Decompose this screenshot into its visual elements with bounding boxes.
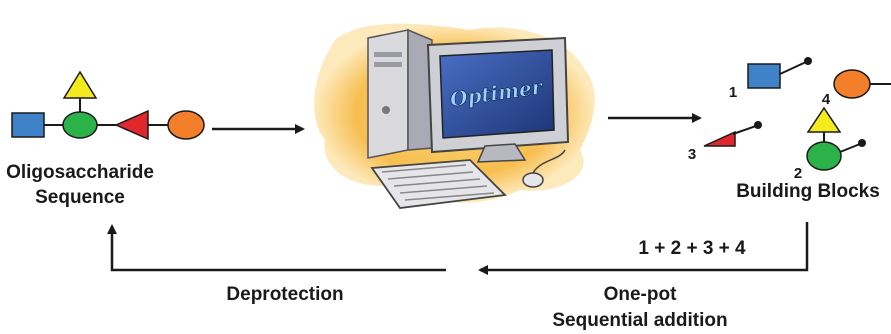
block-1-linker xyxy=(779,61,807,75)
monitor-stand xyxy=(476,143,527,163)
onepot-label-line1: One-pot xyxy=(604,284,677,305)
power-button-icon xyxy=(382,106,390,114)
monitor-screen xyxy=(439,49,555,139)
drive-slot xyxy=(374,62,402,67)
block-2-linker xyxy=(839,143,861,153)
tower-case xyxy=(367,29,409,159)
arrow-deprotection xyxy=(107,224,446,272)
block-3-red-triangle-icon xyxy=(703,130,736,147)
building-blocks-label: Building Blocks xyxy=(736,181,880,202)
oligosaccharide-label-line1: Oligosaccharide xyxy=(6,162,154,183)
building-blocks xyxy=(703,57,891,171)
block-1-linker-dot xyxy=(804,57,812,65)
red-triangle-icon xyxy=(114,109,149,141)
block-3-linker-dot xyxy=(754,121,762,129)
oligosaccharide-glycan xyxy=(11,70,205,141)
oligosaccharide-label-line2: Sequence xyxy=(35,187,125,208)
drive-slot xyxy=(374,52,402,57)
block-number-1: 1 xyxy=(729,84,737,101)
computer-illustration: Optimer xyxy=(314,23,595,209)
mouse-icon xyxy=(522,172,544,188)
block-2-yellow-triangle-icon xyxy=(806,106,842,133)
block-number-2: 2 xyxy=(794,165,802,182)
block-number-4: 4 xyxy=(822,91,831,108)
keyboard-keys xyxy=(381,164,495,201)
deprotection-label: Deprotection xyxy=(226,284,343,305)
block-2-linker-dot xyxy=(858,139,866,147)
yellow-triangle-icon xyxy=(62,70,98,99)
block-3-linker xyxy=(732,125,757,135)
arrow-return-loop xyxy=(478,222,809,275)
block-number-3: 3 xyxy=(688,146,696,163)
block-4-orange-circle-icon xyxy=(833,69,871,99)
block-1-blue-square-icon xyxy=(747,63,781,89)
blue-square-icon xyxy=(11,112,45,138)
green-circle-icon xyxy=(62,111,98,139)
block-2-green-circle-icon xyxy=(806,141,842,171)
orange-circle-icon xyxy=(167,110,205,140)
mouse-cable xyxy=(532,149,566,174)
onepot-label-line2: Sequential addition xyxy=(552,310,727,331)
sum-label: 1 + 2 + 3 + 4 xyxy=(638,238,746,259)
